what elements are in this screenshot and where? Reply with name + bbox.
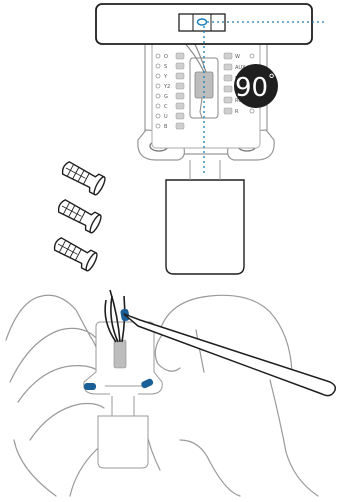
terminal-button [175, 122, 185, 130]
wall-anchor-icon [57, 199, 102, 234]
terminal-button [175, 112, 185, 120]
terminal-button [175, 92, 185, 100]
plate-tab [189, 160, 221, 180]
terminal-label: B [164, 124, 168, 130]
wire-bundle [194, 71, 214, 99]
angle-label: 90° [235, 72, 275, 103]
terminal-label: Y [163, 74, 168, 80]
terminal-hole [155, 83, 161, 89]
terminal-hole [155, 73, 161, 79]
terminal-button [223, 74, 233, 82]
terminal-hole [155, 113, 161, 119]
terminal-hole [155, 63, 161, 69]
terminal-hole [155, 93, 161, 99]
terminal-label: U [164, 114, 168, 120]
terminal-hole [155, 53, 161, 59]
terminal-button [175, 82, 185, 90]
screwdriver-icon [123, 313, 337, 397]
terminal-button [175, 62, 185, 70]
terminal-hole [249, 108, 255, 114]
wall-anchor-icon [61, 161, 106, 196]
terminal-button [175, 102, 185, 110]
terminal-label: G [164, 94, 168, 100]
bubble-vial [178, 13, 226, 32]
mark-hole-left [84, 383, 96, 390]
terminal-hole [249, 53, 255, 59]
terminal-label: O [164, 54, 168, 60]
terminal-label: W [235, 54, 240, 60]
bubble-icon [196, 18, 208, 26]
terminal-button [223, 107, 233, 115]
terminal-label: Y2 [163, 84, 170, 90]
wire-bundle-small [113, 339, 127, 369]
terminal-column-right: WAUXEKRcR [223, 52, 255, 115]
terminal-button [175, 52, 185, 60]
wall-plate-small-icon [97, 415, 149, 469]
hand-icon [5, 294, 117, 497]
terminal-label: AUX [235, 65, 246, 71]
terminal-hole [155, 103, 161, 109]
terminal-hole [155, 123, 161, 129]
wire-strand [199, 97, 203, 119]
terminal-button [223, 85, 233, 93]
terminal-label: C [164, 104, 168, 110]
install-step-panel [5, 289, 337, 497]
wire-strand [109, 289, 121, 343]
wall-anchors-group [53, 161, 106, 272]
plate-tab-small [111, 396, 135, 416]
terminal-label: R [235, 109, 239, 115]
terminal-button [223, 63, 233, 71]
right-angle-badge [234, 64, 278, 108]
terminal-button [175, 72, 185, 80]
terminal-button [223, 52, 233, 60]
mark-hole-right [141, 378, 154, 389]
wall-anchor-icon [53, 237, 98, 272]
hand-icon [145, 294, 319, 497]
terminal-label: Rc [235, 98, 241, 104]
wire-strand [104, 299, 117, 343]
terminal-label: S [164, 64, 167, 70]
wire-strand [110, 295, 119, 343]
wall-plate-icon [165, 179, 245, 275]
terminal-button [223, 96, 233, 104]
